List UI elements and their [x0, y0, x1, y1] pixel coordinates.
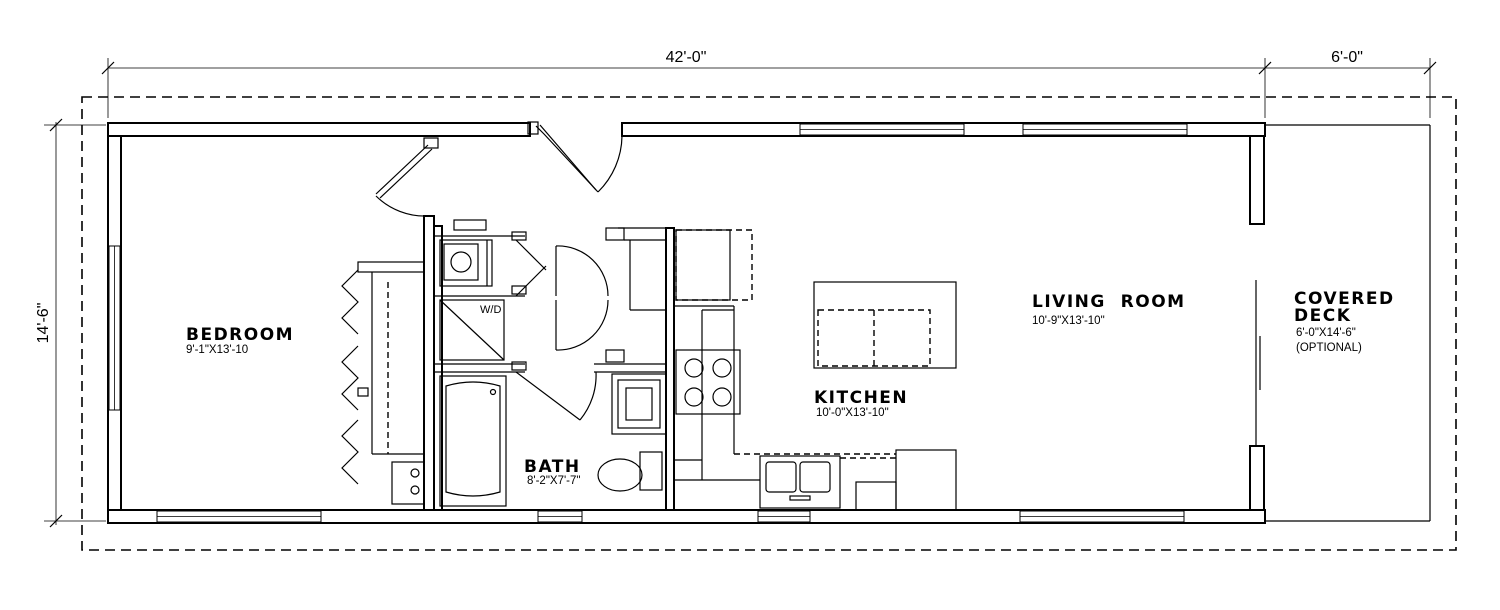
windows — [108, 123, 1261, 523]
deck-label-line2: DECK — [1294, 306, 1351, 326]
bath-size: 8'-2"X7'-7" — [527, 475, 580, 487]
entry-door — [527, 121, 623, 193]
deck-label-line1: COVERED — [1294, 289, 1395, 309]
washer-dryer-label: W/D — [480, 304, 501, 316]
deck-width-dimension: 6'-0" — [1331, 49, 1363, 66]
living-room-label: LIVING ROOM — [1032, 292, 1186, 312]
overall-depth-dimension: 14'-6" — [35, 303, 52, 344]
bedroom-label: BEDROOM — [186, 325, 294, 345]
bath-label: BATH — [524, 457, 581, 477]
deck-size: 6'-0"X14'-6" — [1296, 327, 1356, 339]
bath-cabinet — [611, 373, 667, 435]
kitchen-fixtures — [674, 229, 957, 511]
bedroom-door — [375, 137, 439, 217]
closet-bifold-doors — [341, 261, 425, 485]
bath-kitchen-wall — [594, 227, 675, 511]
bath-double-door — [555, 227, 625, 363]
living-room-size: 10'-9"X13'-10" — [1032, 315, 1105, 327]
exterior-walls — [107, 122, 1431, 524]
roof-overhang-outline — [81, 96, 1457, 551]
bedroom-size: 9'-1"X13'-10 — [186, 344, 248, 356]
kitchen-label: KITCHEN — [814, 388, 908, 408]
kitchen-island — [813, 281, 957, 369]
bedroom-bath-wall — [423, 215, 435, 511]
kitchen-size: 10'-0"X13'-10" — [816, 407, 889, 419]
overall-width-dimension: 42'-0" — [666, 49, 707, 66]
deck-note: (OPTIONAL) — [1296, 342, 1362, 354]
bathroom-vanity — [391, 461, 425, 505]
dimension-lines — [44, 58, 1437, 528]
bath-core — [433, 219, 663, 511]
